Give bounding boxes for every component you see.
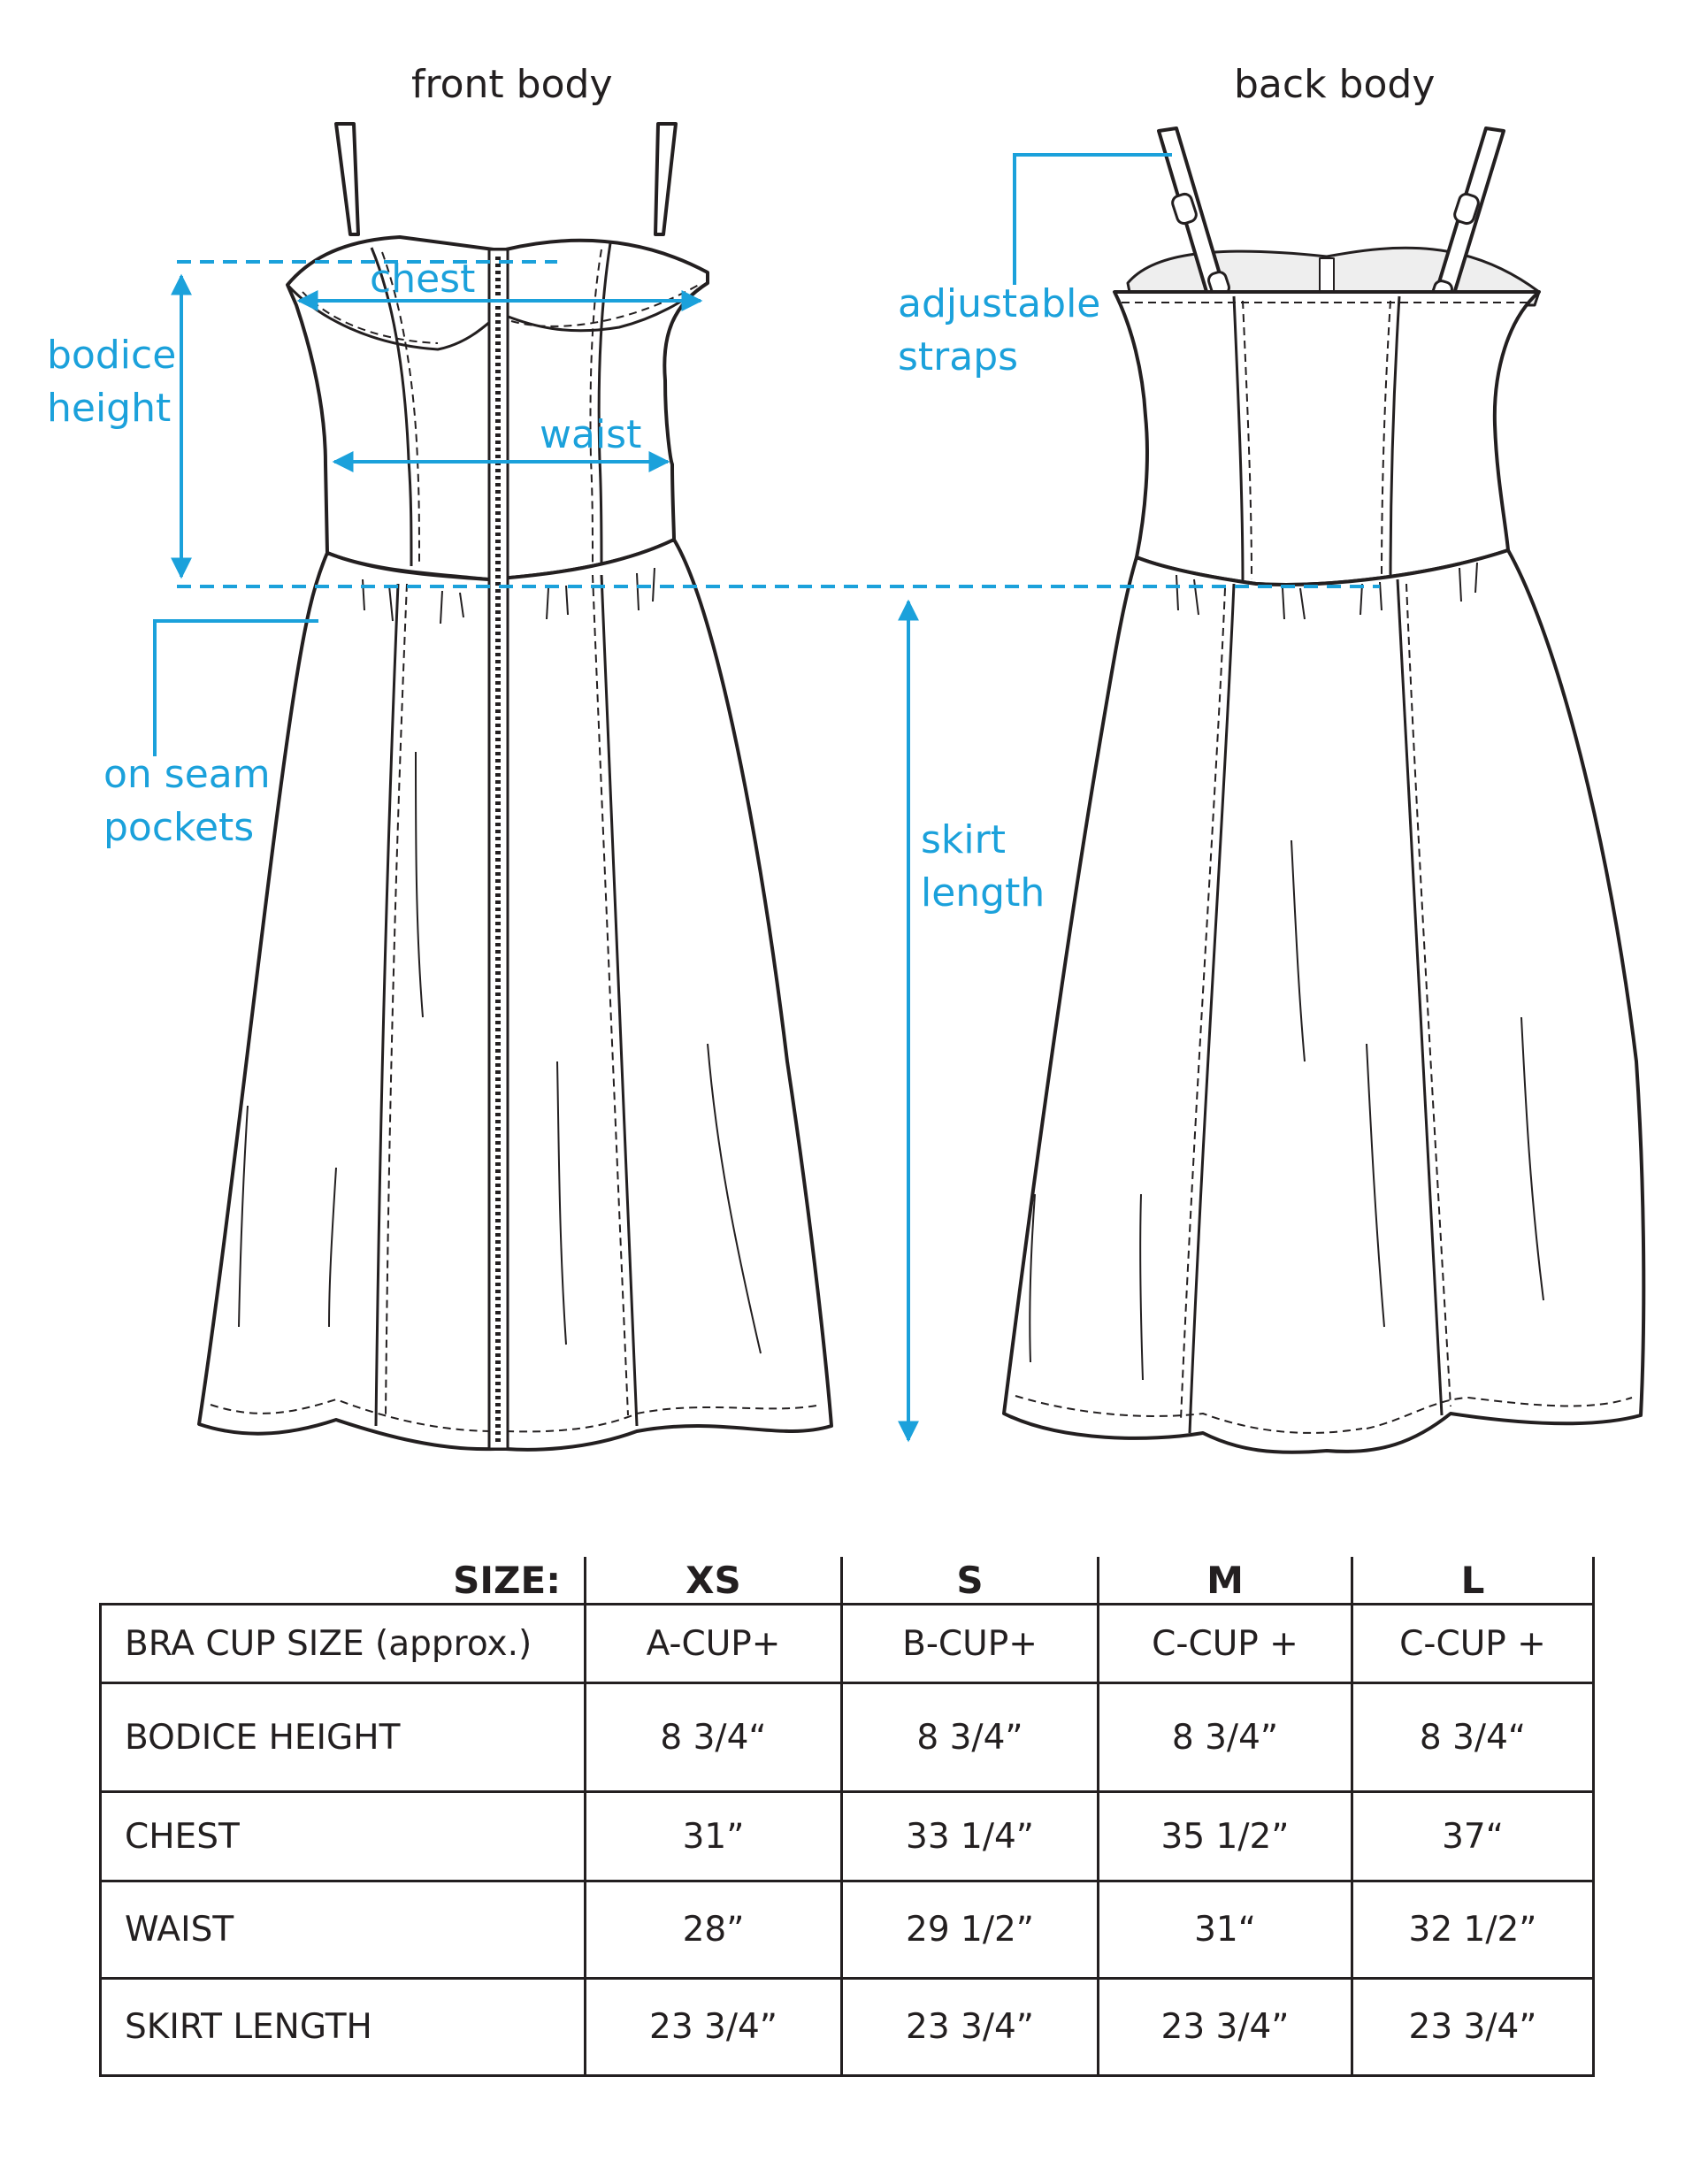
- dress-technical-drawing: [153, 122, 1646, 1454]
- table-cell: 23 3/4”: [1097, 1977, 1353, 2077]
- bodice-height-line-2: height: [47, 386, 172, 431]
- row-label: WAIST: [99, 1880, 586, 1980]
- row-label: BODICE HEIGHT: [99, 1682, 586, 1793]
- table-cell: C-CUP +: [1097, 1603, 1353, 1684]
- adjustable-straps-label: adjustable straps: [898, 278, 1100, 384]
- table-cell: 8 3/4”: [1097, 1682, 1353, 1793]
- table-cell: 29 1/2”: [840, 1880, 1099, 1980]
- table-cell: 37“: [1351, 1790, 1595, 1882]
- chest-label: chest: [370, 257, 476, 302]
- size-header-row: SIZE: XS S M L: [100, 1557, 1595, 1605]
- front-zipper: [487, 248, 509, 1451]
- bodice-height-label: bodice height: [47, 329, 176, 435]
- straps-line-2: straps: [898, 334, 1019, 379]
- table-row: BODICE HEIGHT 8 3/4“ 8 3/4” 8 3/4” 8 3/4…: [99, 1682, 1595, 1793]
- pockets-line-2: pockets: [103, 805, 255, 850]
- table-cell: 28”: [584, 1880, 843, 1980]
- row-label: SKIRT LENGTH: [99, 1977, 586, 2077]
- size-xs: XS: [584, 1557, 843, 1605]
- skirt-length-label: skirt length: [921, 814, 1045, 920]
- table-cell: 23 3/4”: [840, 1977, 1099, 2077]
- bodice-height-line-1: bodice: [47, 333, 177, 378]
- front-dress: [197, 122, 833, 1452]
- row-label: BRA CUP SIZE (approx.): [99, 1603, 586, 1684]
- front-body-title: front body: [411, 62, 613, 107]
- table-row: CHEST 31” 33 1/4” 35 1/2” 37“: [99, 1790, 1595, 1882]
- table-cell: A-CUP+: [584, 1603, 843, 1684]
- back-skirt: [1002, 548, 1646, 1454]
- table-cell: 31“: [1097, 1880, 1353, 1980]
- measurement-annotations: [153, 153, 1380, 1443]
- table-cell: 23 3/4”: [584, 1977, 843, 2077]
- table-cell: 8 3/4“: [584, 1682, 843, 1793]
- size-chart-table: SIZE: XS S M L BRA CUP SIZE (approx.) A-…: [99, 1557, 1595, 2077]
- table-cell: 8 3/4“: [1351, 1682, 1595, 1793]
- back-bodice: [1113, 290, 1541, 586]
- back-body-title: back body: [1234, 62, 1436, 107]
- table-row: SKIRT LENGTH 23 3/4” 23 3/4” 23 3/4” 23 …: [99, 1977, 1595, 2077]
- back-dress: [1002, 126, 1646, 1454]
- size-m: M: [1097, 1557, 1353, 1605]
- table-cell: 35 1/2”: [1097, 1790, 1353, 1882]
- table-cell: B-CUP+: [840, 1603, 1099, 1684]
- skirt-length-line-2: length: [921, 870, 1045, 916]
- table-row: BRA CUP SIZE (approx.) A-CUP+ B-CUP+ C-C…: [99, 1603, 1595, 1684]
- front-skirt: [197, 538, 833, 1452]
- table-cell: 23 3/4”: [1351, 1977, 1595, 2077]
- skirt-length-line-1: skirt: [921, 817, 1006, 862]
- size-s: S: [840, 1557, 1099, 1605]
- table-cell: 33 1/4”: [840, 1790, 1099, 1882]
- table-cell: 32 1/2”: [1351, 1880, 1595, 1980]
- row-label: CHEST: [99, 1790, 586, 1882]
- table-cell: C-CUP +: [1351, 1603, 1595, 1684]
- waist-label: waist: [540, 412, 642, 457]
- straps-line-1: adjustable: [898, 281, 1101, 326]
- size-l: L: [1351, 1557, 1595, 1605]
- straps-leader: [1013, 153, 1172, 285]
- front-straps: [334, 122, 678, 236]
- size-label: SIZE:: [100, 1557, 586, 1605]
- table-cell: 31”: [584, 1790, 843, 1882]
- pockets-line-1: on seam: [103, 752, 271, 797]
- on-seam-pockets-label: on seam pockets: [103, 748, 271, 854]
- table-row: WAIST 28” 29 1/2” 31“ 32 1/2”: [99, 1880, 1595, 1980]
- pockets-leader: [153, 619, 318, 756]
- table-cell: 8 3/4”: [840, 1682, 1099, 1793]
